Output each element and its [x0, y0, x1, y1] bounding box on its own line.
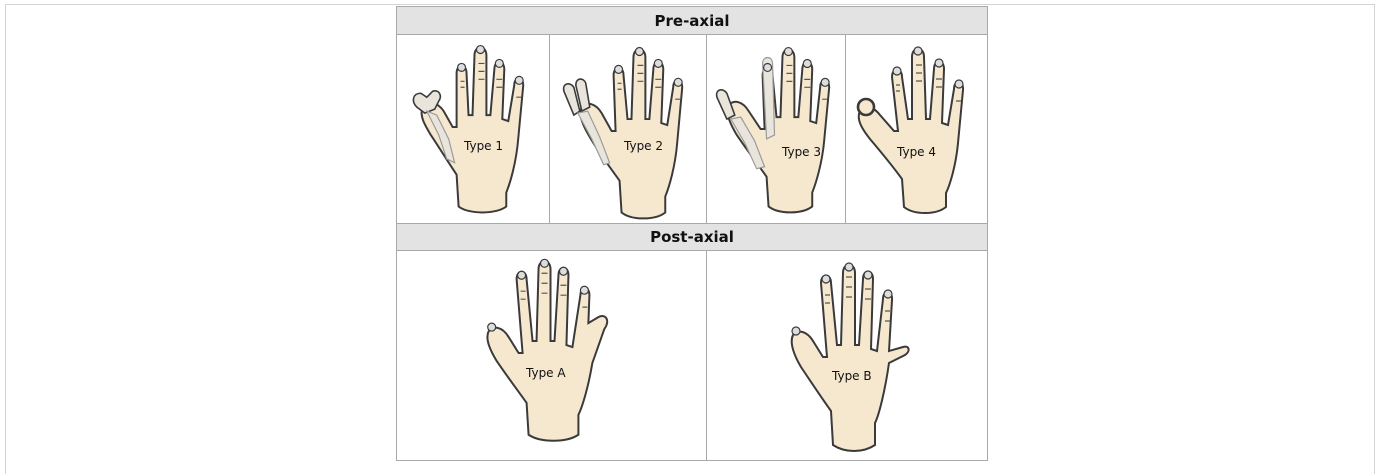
pre-axial-row: Type 1 Type 2 [397, 35, 987, 223]
type-4-cell: Type 4 [846, 35, 987, 223]
type-2-hand-illustration [550, 35, 706, 223]
type-3-hand-illustration [707, 35, 845, 223]
type-a-hand-illustration [397, 251, 706, 460]
type-b-cell: Type B [707, 251, 987, 460]
type-a-cell: Type A [397, 251, 707, 460]
type-3-cell: Type 3 [707, 35, 846, 223]
type-b-label: Type B [832, 369, 872, 383]
type-2-cell: Type 2 [550, 35, 707, 223]
pre-axial-header: Pre-axial [397, 7, 987, 35]
polydactyly-figure: Pre-axial Type 1 [396, 6, 988, 461]
type-3-label: Type 3 [782, 145, 821, 159]
type-2-label: Type 2 [624, 139, 663, 153]
type-1-label: Type 1 [464, 139, 503, 153]
type-4-hand-illustration [846, 35, 987, 223]
post-axial-header: Post-axial [397, 223, 987, 251]
type-4-label: Type 4 [897, 145, 936, 159]
post-axial-row: Type A Type B [397, 251, 987, 460]
type-b-hand-illustration [707, 251, 987, 460]
type-1-hand-illustration [397, 35, 549, 223]
type-1-cell: Type 1 [397, 35, 550, 223]
type-a-label: Type A [526, 366, 566, 380]
